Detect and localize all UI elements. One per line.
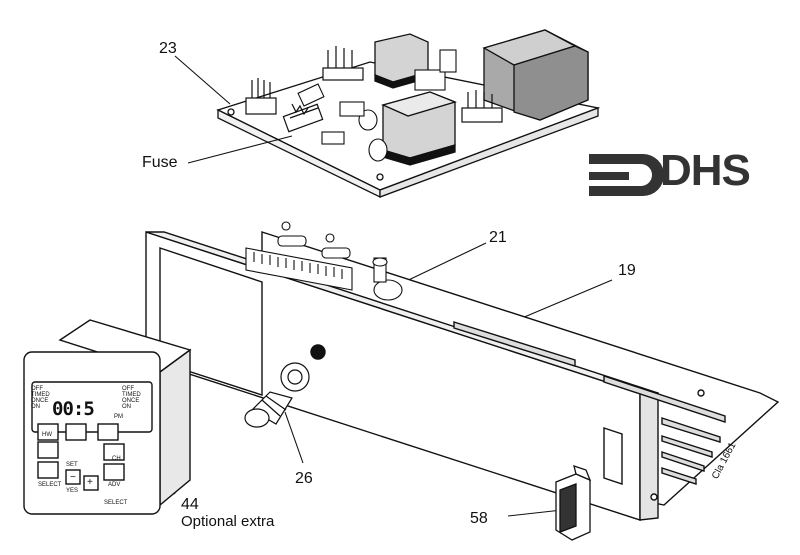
potentiometer-21 <box>372 257 403 301</box>
dhs-logo-text: DHS <box>660 146 751 195</box>
timer-hw-label: HW <box>42 432 52 438</box>
timer-right-mode-0: OFF <box>122 386 134 392</box>
timer-select-left: SELECT <box>38 482 62 488</box>
timer-module-44 <box>23 319 192 515</box>
label-fuse: Fuse <box>142 154 178 171</box>
label-23: 23 <box>159 40 177 57</box>
timer-right-mode-3: ON <box>122 404 131 410</box>
timer-display: 00:5 <box>52 398 95 420</box>
timer-pm: PM <box>114 414 123 420</box>
label-19: 19 <box>618 262 636 279</box>
timer-left-mode-1: TIMED <box>31 392 50 398</box>
timer-left-mode-3: ON <box>31 404 40 410</box>
transformer <box>482 29 589 121</box>
timer-left-mode-0: OFF <box>31 386 43 392</box>
control-knob-26 <box>244 362 310 428</box>
timer-plus-button: + <box>87 477 93 488</box>
rocker-switch-58 <box>555 465 592 541</box>
label-44: 44 <box>181 496 199 513</box>
fuse-holder <box>282 103 324 133</box>
label-optional-extra: Optional extra <box>181 513 275 530</box>
pin-headers <box>245 46 503 123</box>
timer-yes-label: YES <box>66 488 79 494</box>
pcb-components <box>297 49 457 162</box>
chassis <box>145 231 780 521</box>
timer-ch-label: CH <box>112 456 121 462</box>
label-21: 21 <box>489 229 507 246</box>
timer-minus-button: − <box>70 472 76 483</box>
timer-right-mode-2: ONCE <box>122 398 140 404</box>
timer-adv-label: ADV <box>108 482 121 488</box>
dhs-logo <box>589 154 664 196</box>
label-58: 58 <box>470 510 488 527</box>
timer-right-mode-1: TIMED <box>122 392 141 398</box>
timer-left-mode-2: ONCE <box>31 398 49 404</box>
timer-set-label: SET <box>66 462 78 468</box>
timer-select-right: SELECT <box>104 500 128 506</box>
label-26: 26 <box>295 470 313 487</box>
terminal-strip <box>245 221 353 291</box>
relay-large <box>381 91 457 166</box>
